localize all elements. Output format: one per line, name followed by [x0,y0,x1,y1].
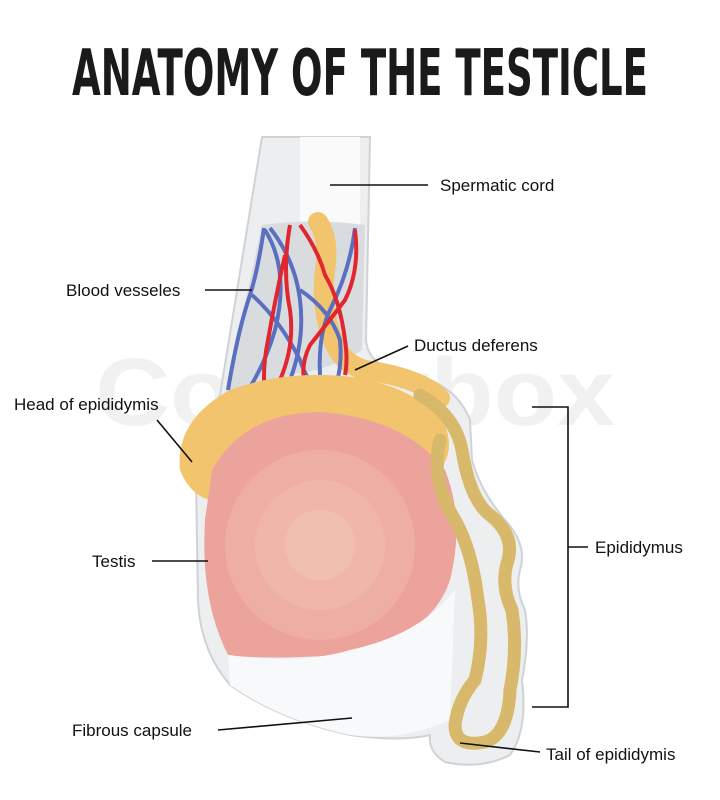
label-head-of-epididymis: Head of epididymis [14,395,159,414]
veins [226,226,357,397]
epididymis-tube [413,388,522,750]
label-epididymus: Epididymus [595,538,683,557]
testis [204,412,457,658]
page-title: ANATOMY OF THE TESTICLE [72,37,648,111]
label-fibrous-capsule: Fibrous capsule [72,721,192,740]
label-spermatic-cord: Spermatic cord [440,176,554,195]
label-blood-vessels: Blood vesseles [66,281,180,300]
ductus-deferens [308,212,450,408]
label-ductus-deferens: Ductus deferens [414,336,538,355]
leader-lines [152,184,588,753]
label-tail-of-epididymis: Tail of epididymis [546,745,675,764]
arteries [227,223,359,400]
epididymis-head [179,374,450,500]
label-testis: Testis [92,552,135,571]
fibrous-capsule [228,590,455,737]
cord-highlight [300,137,360,227]
